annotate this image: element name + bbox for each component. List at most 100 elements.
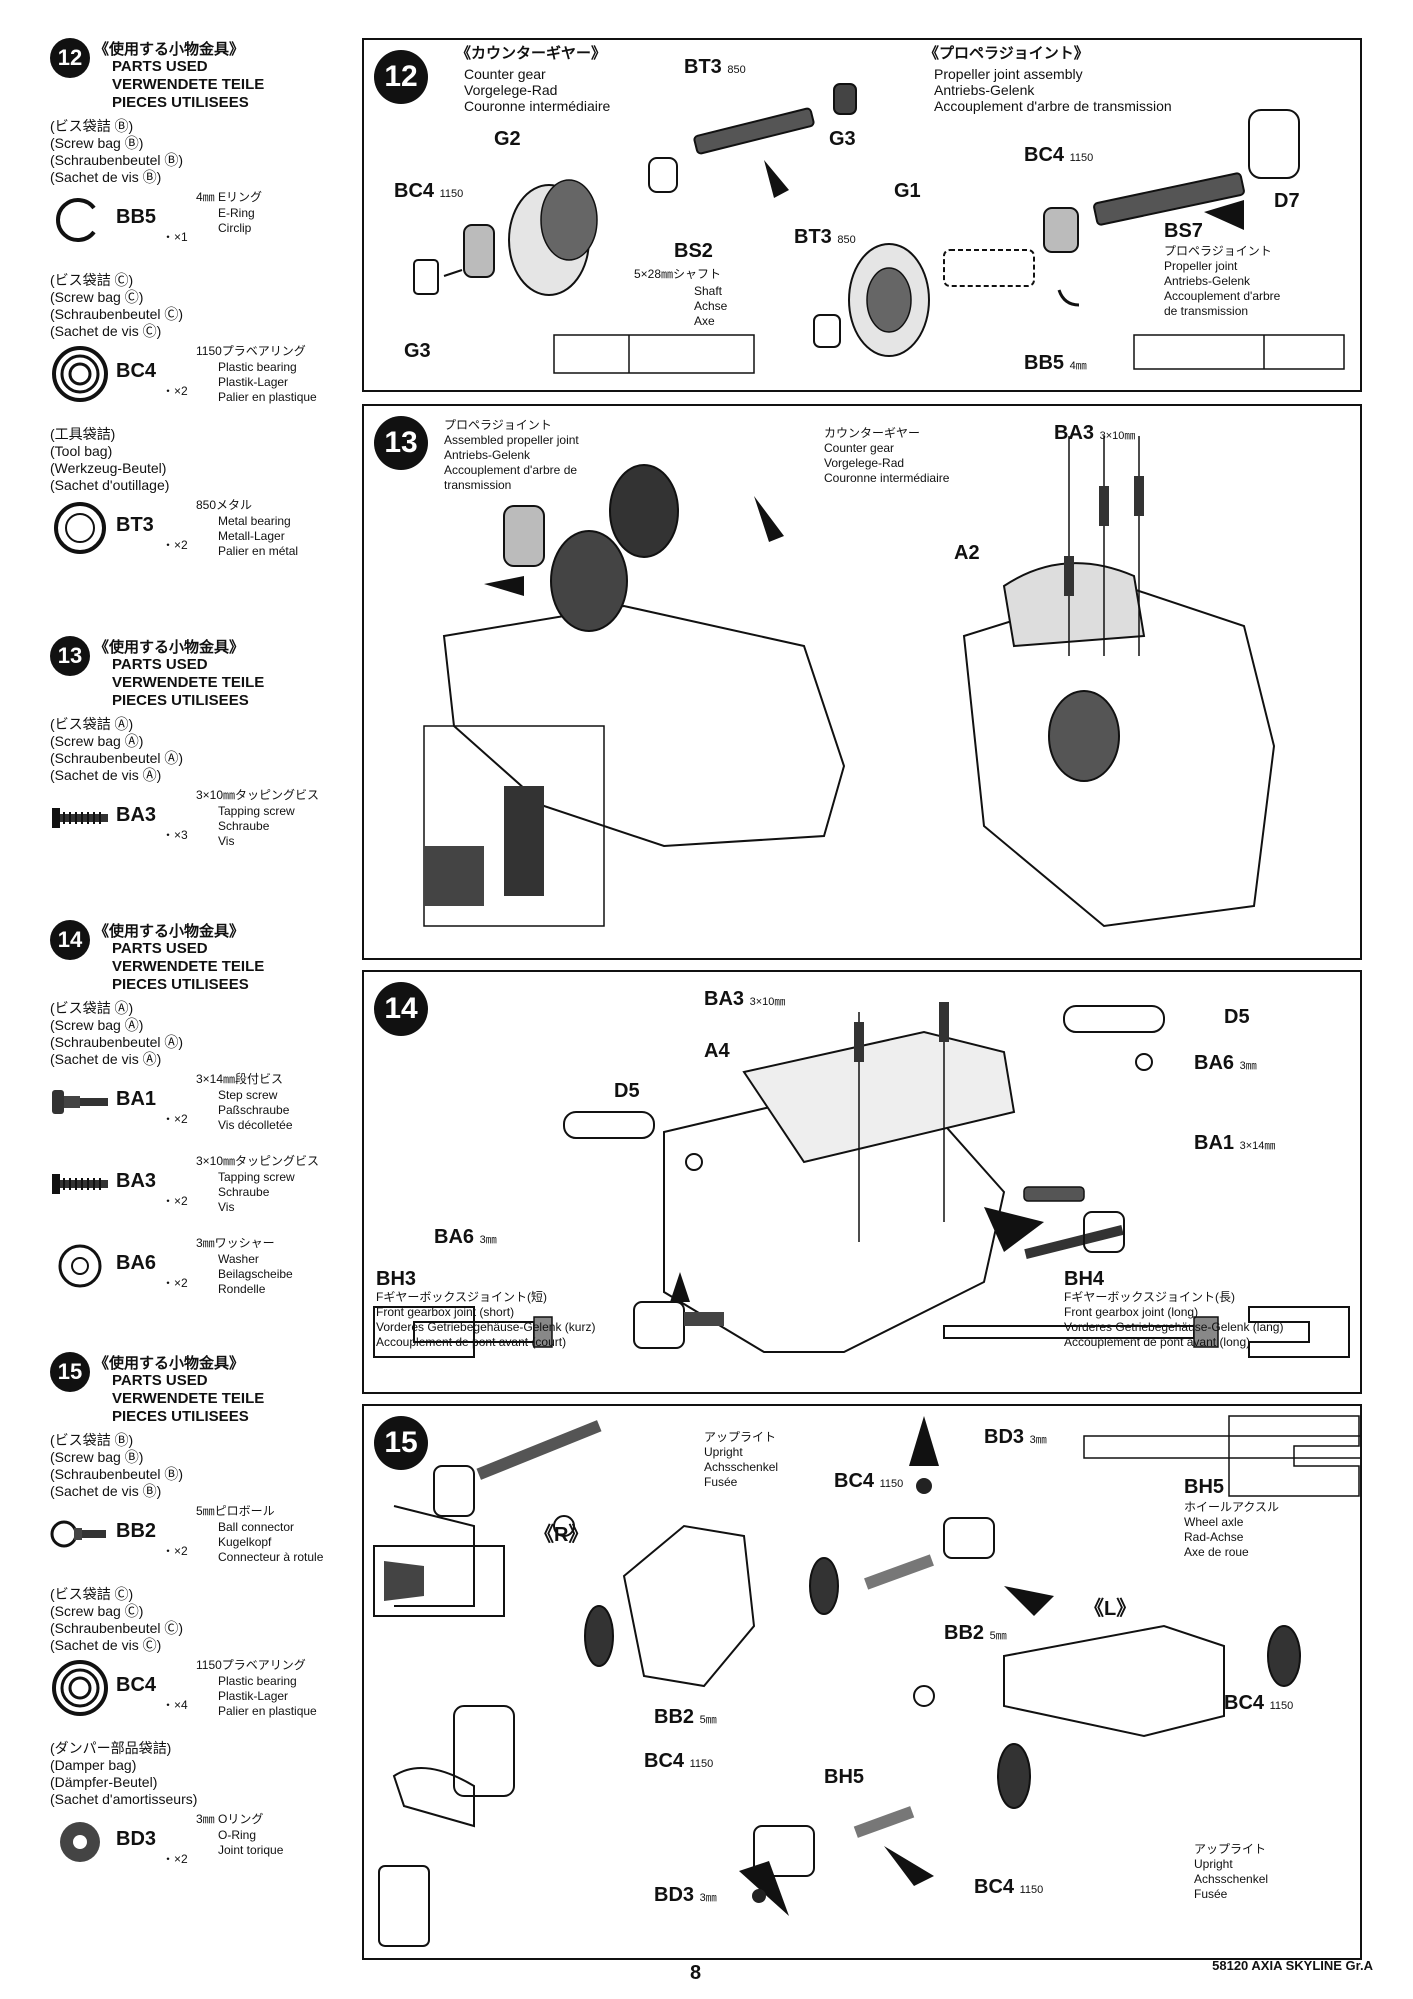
front-gearbox-drawing [373, 1002, 1350, 1358]
bag-label: (ビス袋詰 Ⓑ) (Screw bag Ⓑ) (Schraubenbeutel … [50, 118, 184, 185]
part-bb5: BB5 ・×1 4㎜ Eリング E-Ring Circlip [50, 186, 350, 268]
step-badge: 13 [50, 636, 90, 676]
parts-used-de: VERWENDETE TEILE [112, 674, 265, 691]
part-label-bt3: BT3 850 [684, 56, 746, 78]
part-label-bd3-lower: BD3 3㎜ [654, 1884, 717, 1906]
side-label-l: 《L》 [1084, 1598, 1137, 1620]
parts-used-en: PARTS USED [112, 940, 208, 957]
section-title-jp: 《使用する小物金具》 [94, 1355, 245, 1372]
bag-label: (工具袋詰) (Tool bag) (Werkzeug-Beutel) (Sac… [50, 426, 170, 493]
counter-gear-fr: Couronne intermédiaire [464, 98, 611, 114]
part-label-bh3: BH3 [376, 1268, 417, 1290]
part-label-d5-right: D5 [1224, 1006, 1250, 1028]
upright-jp: アップライト [704, 1430, 777, 1444]
counter-gear-title-jp: 《カウンターギヤー》 [456, 45, 607, 62]
bag-label: (ビス袋詰 Ⓐ) (Screw bag Ⓐ) (Schraubenbeutel … [50, 716, 184, 783]
parts-sidebar: 12 《使用する小物金具》 PARTS USED VERWENDETE TEIL… [0, 0, 350, 1999]
part-label-ba3: BA3 3×10㎜ [704, 988, 786, 1010]
parts-used-fr: PIECES UTILISEES [112, 692, 249, 709]
parts-used-en: PARTS USED [112, 58, 208, 75]
parts-used-de: VERWENDETE TEILE [112, 1390, 265, 1407]
tapping-screw-icon [52, 1174, 108, 1194]
part-label-bc4-right: BC4 1150 [1224, 1692, 1294, 1714]
parts-section-14: 14 《使用する小物金具》 PARTS USED VERWENDETE TEIL… [50, 920, 350, 1314]
part-bc4: BC4 ・×4 1150プラベアリング Plastic bearing Plas… [50, 1654, 350, 1736]
propeller-joint-jp: プロペラジョイント [444, 418, 552, 432]
part-bt3: BT3 ・×2 850メタル Metal bearing Metall-Lage… [50, 494, 350, 576]
step-12-panel: 12 《カウンターギヤー》 Counter gear Vorgelege-Rad… [362, 38, 1362, 392]
section-title-jp: 《使用する小物金具》 [94, 923, 245, 940]
side-label-r: 《R》 [534, 1524, 589, 1546]
part-label-ba6-right: BA6 3㎜ [1194, 1052, 1257, 1074]
bag-label: (ビス袋詰 Ⓐ) (Screw bag Ⓐ) (Schraubenbeutel … [50, 1000, 184, 1067]
counter-gear-jp: カウンターギヤー [824, 426, 921, 440]
upright-jp: アップライト [1194, 1842, 1267, 1856]
step-badge: 12 [374, 50, 428, 104]
bag-label: (ビス袋詰 Ⓒ) (Screw bag Ⓒ) (Schraubenbeutel … [50, 1586, 184, 1653]
part-label-g1: G1 [894, 180, 921, 202]
part-label-g3-lower: G3 [404, 340, 431, 362]
part-label-bs7: BS7 [1164, 220, 1203, 242]
upright-and-wheel-axle-drawing [373, 1415, 1360, 1947]
plastic-bearing-icon [52, 1660, 108, 1716]
e-ring-icon [56, 198, 96, 242]
part-label-ba6-left: BA6 3㎜ [434, 1226, 497, 1248]
section-header: 13 《使用する小物金具》 PARTS USED VERWENDETE TEIL… [50, 636, 350, 712]
plastic-bearing-icon [52, 346, 108, 402]
step-badge: 14 [374, 982, 428, 1036]
bag-label: (ビス袋詰 Ⓒ) (Screw bag Ⓒ) (Schraubenbeutel … [50, 272, 184, 339]
bag-label: (ダンパー部品袋詰) (Damper bag) (Dämpfer-Beutel)… [50, 1740, 198, 1807]
section-title-jp: 《使用する小物金具》 [94, 41, 245, 58]
part-label-bh5: BH5 [1184, 1476, 1225, 1498]
step-13-panel: 13 プロペラジョイント Assembled propeller joint A… [362, 404, 1362, 960]
part-label-bh4: BH4 [1064, 1268, 1105, 1290]
parts-used-en: PARTS USED [112, 1372, 208, 1389]
part-label-d5-left: D5 [614, 1080, 640, 1102]
parts-used-de: VERWENDETE TEILE [112, 958, 265, 975]
step-14-panel: 14 BA3 3×10㎜ A4 D5 D5 BA6 3㎜ BA6 3㎜ BA1 … [362, 970, 1362, 1394]
parts-used-de: VERWENDETE TEILE [112, 76, 265, 93]
ball-connector-icon [50, 1520, 106, 1548]
part-label-bs2: BS2 [674, 240, 713, 262]
propeller-joint-de: Antriebs-Gelenk [934, 82, 1035, 98]
step-badge: 13 [374, 416, 428, 470]
propeller-joint-fr: Accouplement d'arbre de transmission [934, 98, 1172, 114]
step-15-panel: 15 アップライト Upright Achssc [362, 1404, 1362, 1960]
section-header: 15 《使用する小物金具》 PARTS USED VERWENDETE TEIL… [50, 1352, 350, 1428]
part-label-bc4-upper: BC4 1150 [834, 1470, 904, 1492]
part-bb2: BB2 ・×2 5㎜ピロボール Ball connector Kugelkopf… [50, 1500, 350, 1582]
part-label-bt3-lower: BT3 850 [794, 226, 856, 248]
part-spec-bs2: 5×28㎜シャフト [634, 267, 722, 281]
parts-used-en: PARTS USED [112, 656, 208, 673]
section-header: 14 《使用する小物金具》 PARTS USED VERWENDETE TEIL… [50, 920, 350, 996]
part-ba1: BA1 ・×2 3×14㎜段付ビス Step screw Paßschraube… [50, 1068, 350, 1150]
part-ba3: BA3 ・×2 3×10㎜タッピングビス Tapping screw Schra… [50, 1150, 350, 1232]
part-ba3: BA3 ・×3 3×10㎜タッピングビス Tapping screw Schra… [50, 784, 350, 866]
counter-gear-and-propeller-joint-drawing [413, 83, 1345, 374]
part-label-g3: G3 [829, 128, 856, 150]
gearbox-assembly-drawing [423, 436, 1276, 928]
section-header: 12 《使用する小物金具》 PARTS USED VERWENDETE TEIL… [50, 38, 350, 114]
bag-label: (ビス袋詰 Ⓑ) (Screw bag Ⓑ) (Schraubenbeutel … [50, 1432, 184, 1499]
washer-icon [58, 1244, 102, 1288]
counter-gear-en: Counter gear [464, 66, 546, 82]
part-ba6: BA6 ・×2 3㎜ワッシャー Washer Beilagscheibe Ron… [50, 1232, 350, 1314]
parts-section-15: 15 《使用する小物金具》 PARTS USED VERWENDETE TEIL… [50, 1352, 350, 1890]
parts-section-12: 12 《使用する小物金具》 PARTS USED VERWENDETE TEIL… [50, 38, 350, 576]
part-label-bd3-upper: BD3 3㎜ [984, 1426, 1047, 1448]
o-ring-icon [60, 1822, 100, 1862]
page-number: 8 [690, 1962, 702, 1984]
part-label-ba3: BA3 3×10㎜ [1054, 422, 1136, 444]
part-label-d7: D7 [1274, 190, 1300, 212]
part-label-bc4: BC4 1150 [394, 180, 464, 202]
part-label-bb5: BB5 4㎜ [1024, 352, 1087, 374]
part-label-bb2-right: BB2 5㎜ [944, 1622, 1007, 1644]
propeller-joint-title-jp: 《プロペラジョイント》 [924, 45, 1089, 62]
part-label-bb2-left: BB2 5㎜ [654, 1706, 717, 1728]
step-badge: 15 [374, 1416, 428, 1470]
part-label-bc4-left: BC4 1150 [644, 1750, 714, 1772]
model-name: 58120 AXIA SKYLINE Gr.A [1212, 1958, 1373, 1973]
step-badge: 14 [50, 920, 90, 960]
section-title-jp: 《使用する小物金具》 [94, 639, 245, 656]
part-label-g2: G2 [494, 128, 521, 150]
